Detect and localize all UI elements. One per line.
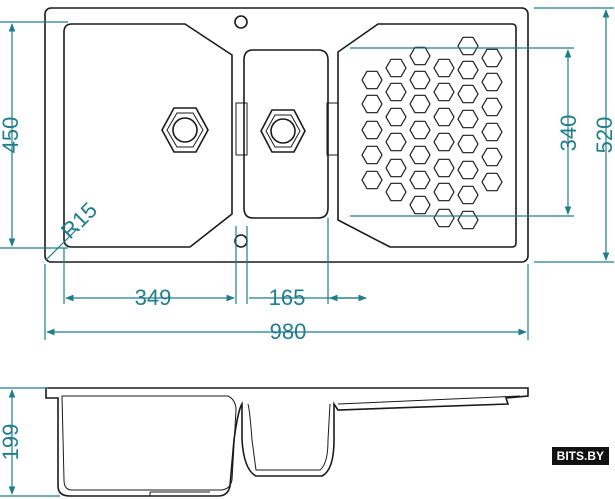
drainer-hexagon [457,185,479,205]
small-drain [260,109,306,153]
dimensions: 520 340 450 R15 349 165 980 [0,7,615,344]
drainer-hexagon [433,158,455,178]
drainer-hexagon [361,145,383,165]
dim-r15-leader [45,227,79,261]
dim-520-label: 520 [592,117,615,154]
drainer-hexagon [433,182,455,202]
drainer-hexagon [433,107,455,127]
overflow-hole [234,234,248,248]
drainer-hex-pattern [361,36,503,230]
drainer-hexagon [409,94,431,114]
dim-165-label: 165 [269,285,306,310]
drainer-hexagon [361,120,383,140]
drainer-hexagon [361,94,383,114]
side-drainer-line [337,395,521,405]
dim-199-label: 199 [0,424,23,461]
main-drain [161,107,209,153]
overflow-channel-left [235,102,248,156]
drainer-hexagon [409,195,431,215]
drainer-hexagon [361,70,383,90]
watermark-badge: BITS.BY [551,447,609,465]
drainer-hexagon [433,58,455,78]
drainer-hexagon [481,72,503,92]
drainer-hexagon [409,46,431,66]
drainer-hexagon [409,70,431,90]
drainer-hexagon [433,82,455,102]
tap-hole [234,15,248,29]
drainer-hexagon [457,134,479,154]
drainer-hexagon [409,170,431,190]
main-bowl [63,23,233,248]
drainer-hexagon [457,60,479,80]
top-view [44,7,529,263]
drainer-hexagon [481,97,503,117]
small-bowl [243,49,329,219]
dim-r15-label: R15 [56,197,102,243]
drainer-hexagon [457,210,479,230]
drainer-hexagon [481,147,503,167]
drainer-hexagon [457,36,479,56]
drainer-hexagon [457,84,479,104]
side-profile-inner [61,395,237,491]
drainer-hexagon [361,170,383,190]
drainer-hexagon [481,48,503,68]
dim-980-label: 980 [270,319,307,344]
drainer-hexagon [385,132,407,152]
drainer-hexagon [433,208,455,228]
drainer-hexagon [409,145,431,165]
drainer-hexagon [457,160,479,180]
drainer-hexagon [481,172,503,192]
drainer-hexagon [385,182,407,202]
drainer-hexagon [385,107,407,127]
sink-outline [44,7,529,263]
overflow-channel-right [326,102,339,156]
side-profile-outer [45,387,529,497]
drainer-hexagon [409,120,431,140]
drainer-hexagon [385,158,407,178]
side-view: 199 [0,387,529,497]
dim-340-label: 340 [556,115,581,152]
dim-450-label: 450 [0,117,23,154]
drainer-hexagon [481,122,503,142]
drainer-hexagon [457,109,479,129]
drainer-hexagon [385,58,407,78]
side-small-bowl-inner [247,403,331,471]
drainer-hexagon [433,132,455,152]
drainer-hexagon [385,82,407,102]
dim-349-label: 349 [135,285,172,310]
drainer-area [337,23,517,248]
